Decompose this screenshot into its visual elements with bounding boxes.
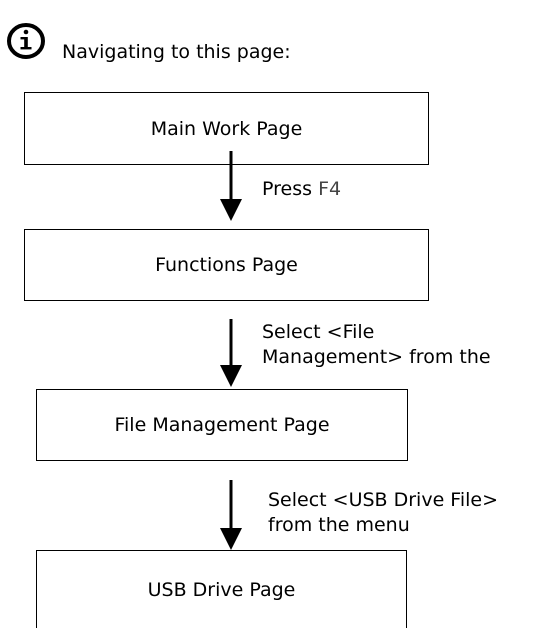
down-arrow-icon bbox=[220, 151, 242, 221]
intro-text: Navigating to this page: bbox=[62, 41, 291, 63]
step-prefix: Press bbox=[262, 178, 313, 200]
step-line: Management> from the bbox=[262, 346, 491, 368]
step-select-file-management: Select <File Management> from the bbox=[262, 320, 491, 370]
down-arrow-icon bbox=[220, 319, 242, 387]
down-arrow-icon bbox=[220, 480, 242, 550]
box-label: Functions Page bbox=[155, 254, 298, 276]
key-f4: F4 bbox=[318, 178, 342, 200]
functions-page-box: Functions Page bbox=[24, 229, 429, 301]
box-label: USB Drive Page bbox=[147, 578, 296, 601]
step-select-usb-drive-file: Select <USB Drive File> from the menu bbox=[268, 488, 498, 538]
main-work-page-box: Main Work Page bbox=[24, 92, 429, 165]
usb-drive-page-box: USB Drive Page bbox=[36, 550, 407, 628]
box-label: Main Work Page bbox=[150, 117, 303, 140]
info-icon bbox=[7, 23, 45, 59]
file-management-page-box: File Management Page bbox=[36, 389, 408, 461]
step-line: Select <USB Drive File> bbox=[268, 489, 499, 511]
step-line: from the menu bbox=[268, 514, 410, 536]
step-line: Select <File bbox=[262, 321, 375, 343]
step-press-f4: Press F4 bbox=[262, 177, 341, 202]
box-label: File Management Page bbox=[114, 414, 330, 436]
